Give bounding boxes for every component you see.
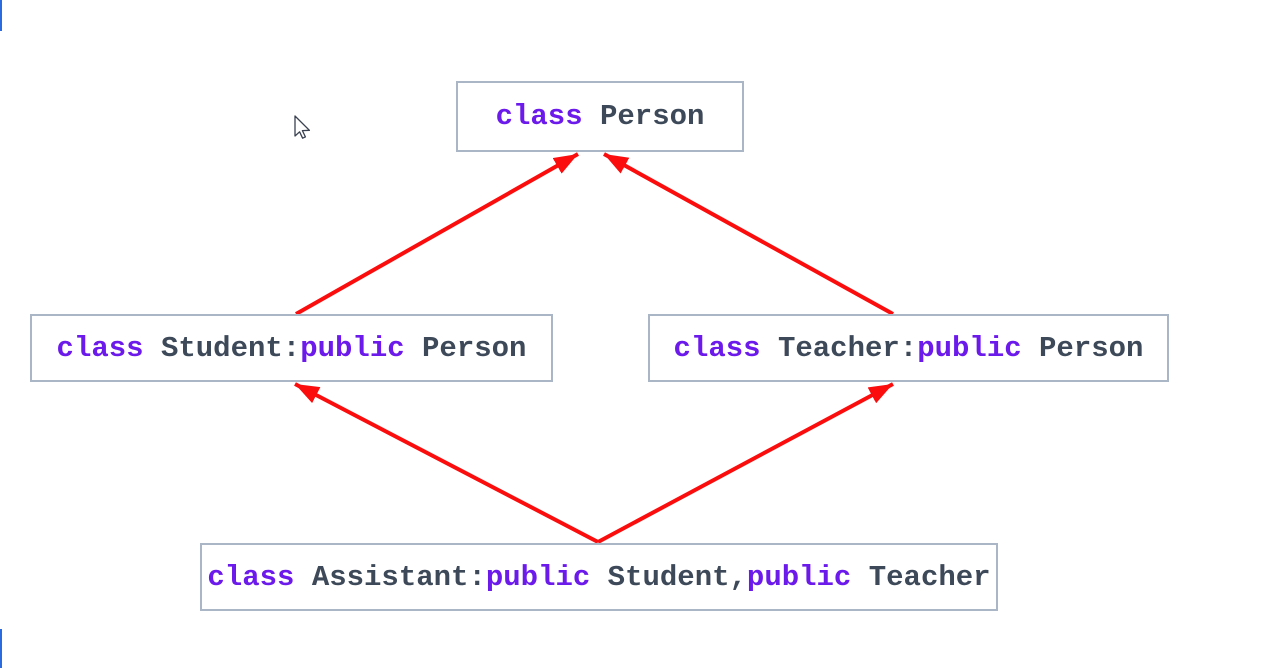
code-identifier: Student: <box>143 331 301 365</box>
class-node-teacher: class Teacher:public Person <box>648 314 1169 382</box>
code-identifier: Person <box>1021 331 1144 365</box>
code-keyword: public <box>485 560 591 594</box>
class-node-person: class Person <box>456 81 744 152</box>
code-identifier: Person <box>404 331 527 365</box>
code-keyword: class <box>56 331 144 365</box>
screen-edge-mark-top <box>0 0 2 31</box>
inheritance-arrow-teacher-to-person <box>603 152 894 316</box>
screen-edge-mark-bottom <box>0 629 2 668</box>
code-keyword: class <box>207 560 295 594</box>
code-identifier: Teacher <box>851 560 991 594</box>
inheritance-arrow-assistant-to-teacher <box>597 382 894 544</box>
code-identifier: Assistant: <box>294 560 486 594</box>
code-keyword: public <box>746 560 852 594</box>
code-keyword: public <box>917 331 1022 365</box>
inheritance-arrow-student-to-person <box>295 152 579 316</box>
class-node-assistant: class Assistant:public Student,public Te… <box>200 543 998 611</box>
code-keyword: class <box>495 100 583 133</box>
code-keyword: public <box>300 331 405 365</box>
code-identifier: Person <box>582 100 705 133</box>
inheritance-arrow-assistant-to-student <box>294 382 599 544</box>
code-keyword: class <box>673 331 761 365</box>
class-node-student: class Student:public Person <box>30 314 553 382</box>
mouse-cursor-icon <box>294 115 311 139</box>
code-identifier: Teacher: <box>760 331 918 365</box>
code-identifier: Student, <box>590 560 747 594</box>
